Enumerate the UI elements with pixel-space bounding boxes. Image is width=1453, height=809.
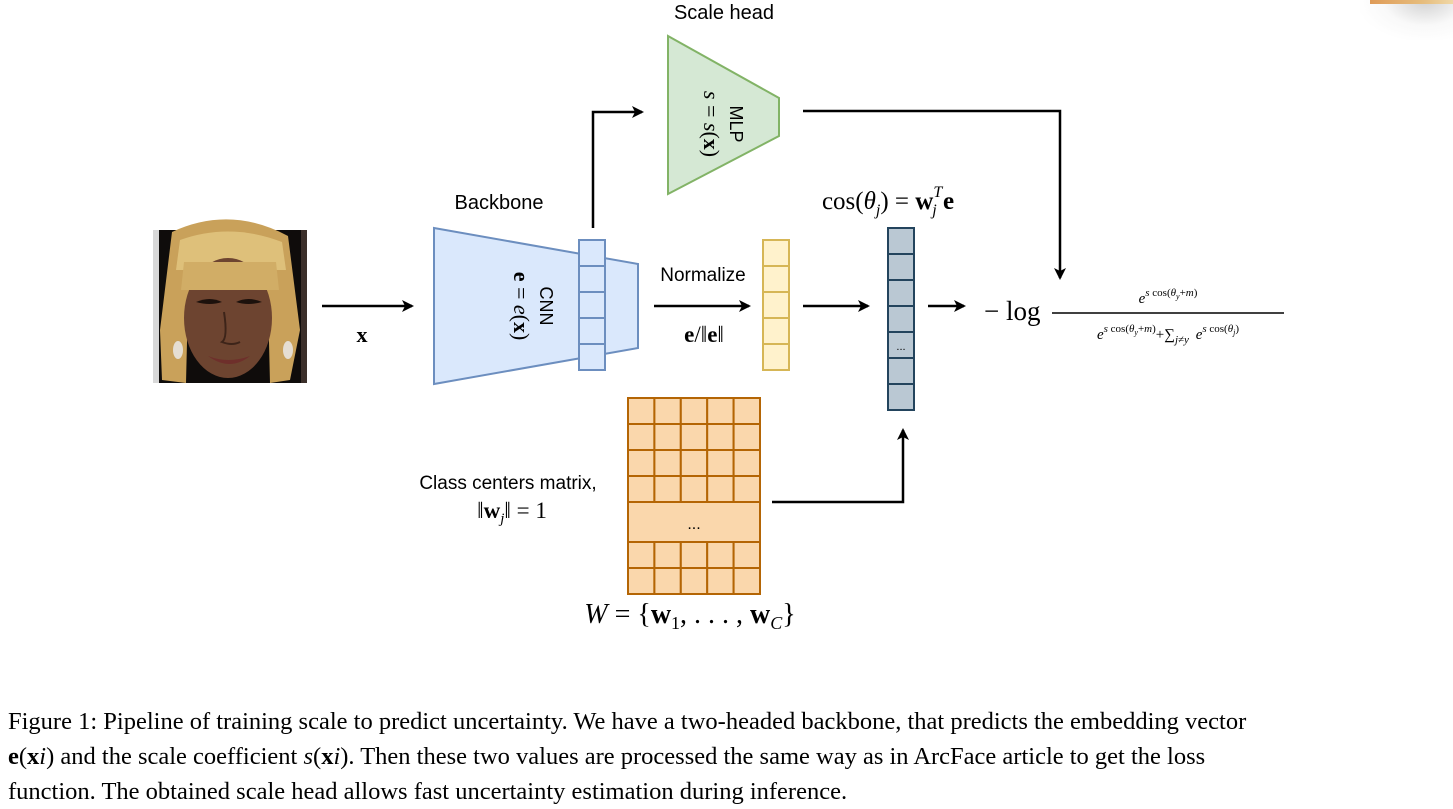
cnn-rotated-text: CNN e = e(x) [509,272,556,341]
caption-line-3: function. The obtained scale head allows… [8,778,848,805]
matrix-cell [732,541,761,569]
matrix-cell [679,541,709,569]
normalized-cell [762,239,790,267]
scale-head-label: Scale head [674,2,774,24]
matrix-cell [627,423,656,451]
matrix-cell [653,449,682,477]
matrix-cell [653,397,682,425]
matrix-cell [706,475,735,503]
matrix-cell [627,567,656,595]
cosine-cell [887,383,915,411]
matrix-cell [627,475,656,503]
cosine-similarity-vector: ... [887,227,915,411]
arrow-matrix-to-cosine [772,428,909,504]
normalized-embedding-vector [762,239,790,371]
matrix-cell [732,397,761,425]
normalized-cell [762,291,790,319]
matrix-cell [653,475,682,503]
loss-neg-log: − log [984,296,1040,326]
normalized-cell [762,265,790,293]
matrix-cell [732,449,761,477]
scale-head-mlp [667,34,780,196]
cosine-cell [887,227,915,255]
backbone-cell [578,343,606,371]
loss-denominator: es cos(θy+m)+∑j≠y es cos(θj) [1097,323,1239,346]
matrix-cell [706,449,735,477]
loss-numerator: es cos(θy+m) [1139,287,1198,307]
matrix-definition-equation: W = {w1, . . . , wC} [584,599,796,633]
matrix-cell [732,567,761,595]
class-center-norm-equation: ‖wj‖ = 1 [477,498,547,527]
backbone-cell [578,291,606,319]
backbone-label: Backbone [455,192,544,214]
matrix-ellipsis-text: ... [687,516,700,533]
matrix-cell [679,397,709,425]
arcface-loss-formula: − log es cos(θy+m) es cos(θy+m)+∑j≠y es … [984,287,1284,346]
backbone-cell [578,265,606,293]
matrix-cell [653,423,682,451]
matrix-cell [732,423,761,451]
caption-embedding-symbol: e [8,743,19,770]
cnn-label: CNN [536,287,556,326]
input-variable-x: x [357,322,368,347]
backbone-embedding-cells [578,239,606,371]
class-centers-label: Class centers matrix, [419,473,596,494]
face-photo [153,219,307,383]
arrow-backbone-to-scale-head [591,106,644,228]
class-centers-matrix: ... [627,397,761,595]
matrix-cell [653,541,682,569]
matrix-cell [627,541,656,569]
matrix-cell [679,567,709,595]
mlp-rotated-text: MLP s = s(x) [699,91,746,157]
matrix-cell [706,567,735,595]
cosine-ellipsis-text: ... [896,341,905,353]
cnn-equation: e = e(x) [509,272,534,341]
mlp-equation: s = s(x) [699,91,724,157]
normalized-cell [762,317,790,345]
backbone-cell [578,317,606,345]
cosine-cell [887,253,915,281]
matrix-cell [627,449,656,477]
cosine-cell [887,305,915,333]
backbone-cell [578,239,606,267]
caption-x-symbol: x [27,743,40,770]
matrix-cell [732,475,761,503]
figure-caption: Figure 1: Pipeline of training scale to … [8,704,1450,809]
matrix-cell [706,423,735,451]
matrix-cell [627,397,656,425]
cosine-cell [887,279,915,307]
matrix-cell [706,397,735,425]
normalize-label: Normalize [660,265,746,286]
pipeline-diagram: Backbone CNN e = e(x) x Scale head MLP s… [153,2,1284,633]
caption-line-2: e(xi) and the scale coefficient s(xi). T… [8,743,1206,770]
matrix-cell [679,449,709,477]
matrix-cell [706,541,735,569]
arrow-scale-head-to-loss [803,109,1066,280]
normalized-cell [762,343,790,371]
connector-arrows [322,106,1066,504]
matrix-cell [679,475,709,503]
normalize-equation: e/‖e‖ [684,322,724,347]
corner-artifact [1360,0,1453,40]
backbone-cnn [433,226,639,386]
mlp-label: MLP [726,105,746,142]
matrix-cell [679,423,709,451]
caption-line-1: Figure 1: Pipeline of training scale to … [8,708,1247,735]
matrix-cell [653,567,682,595]
cosine-cell [887,357,915,385]
